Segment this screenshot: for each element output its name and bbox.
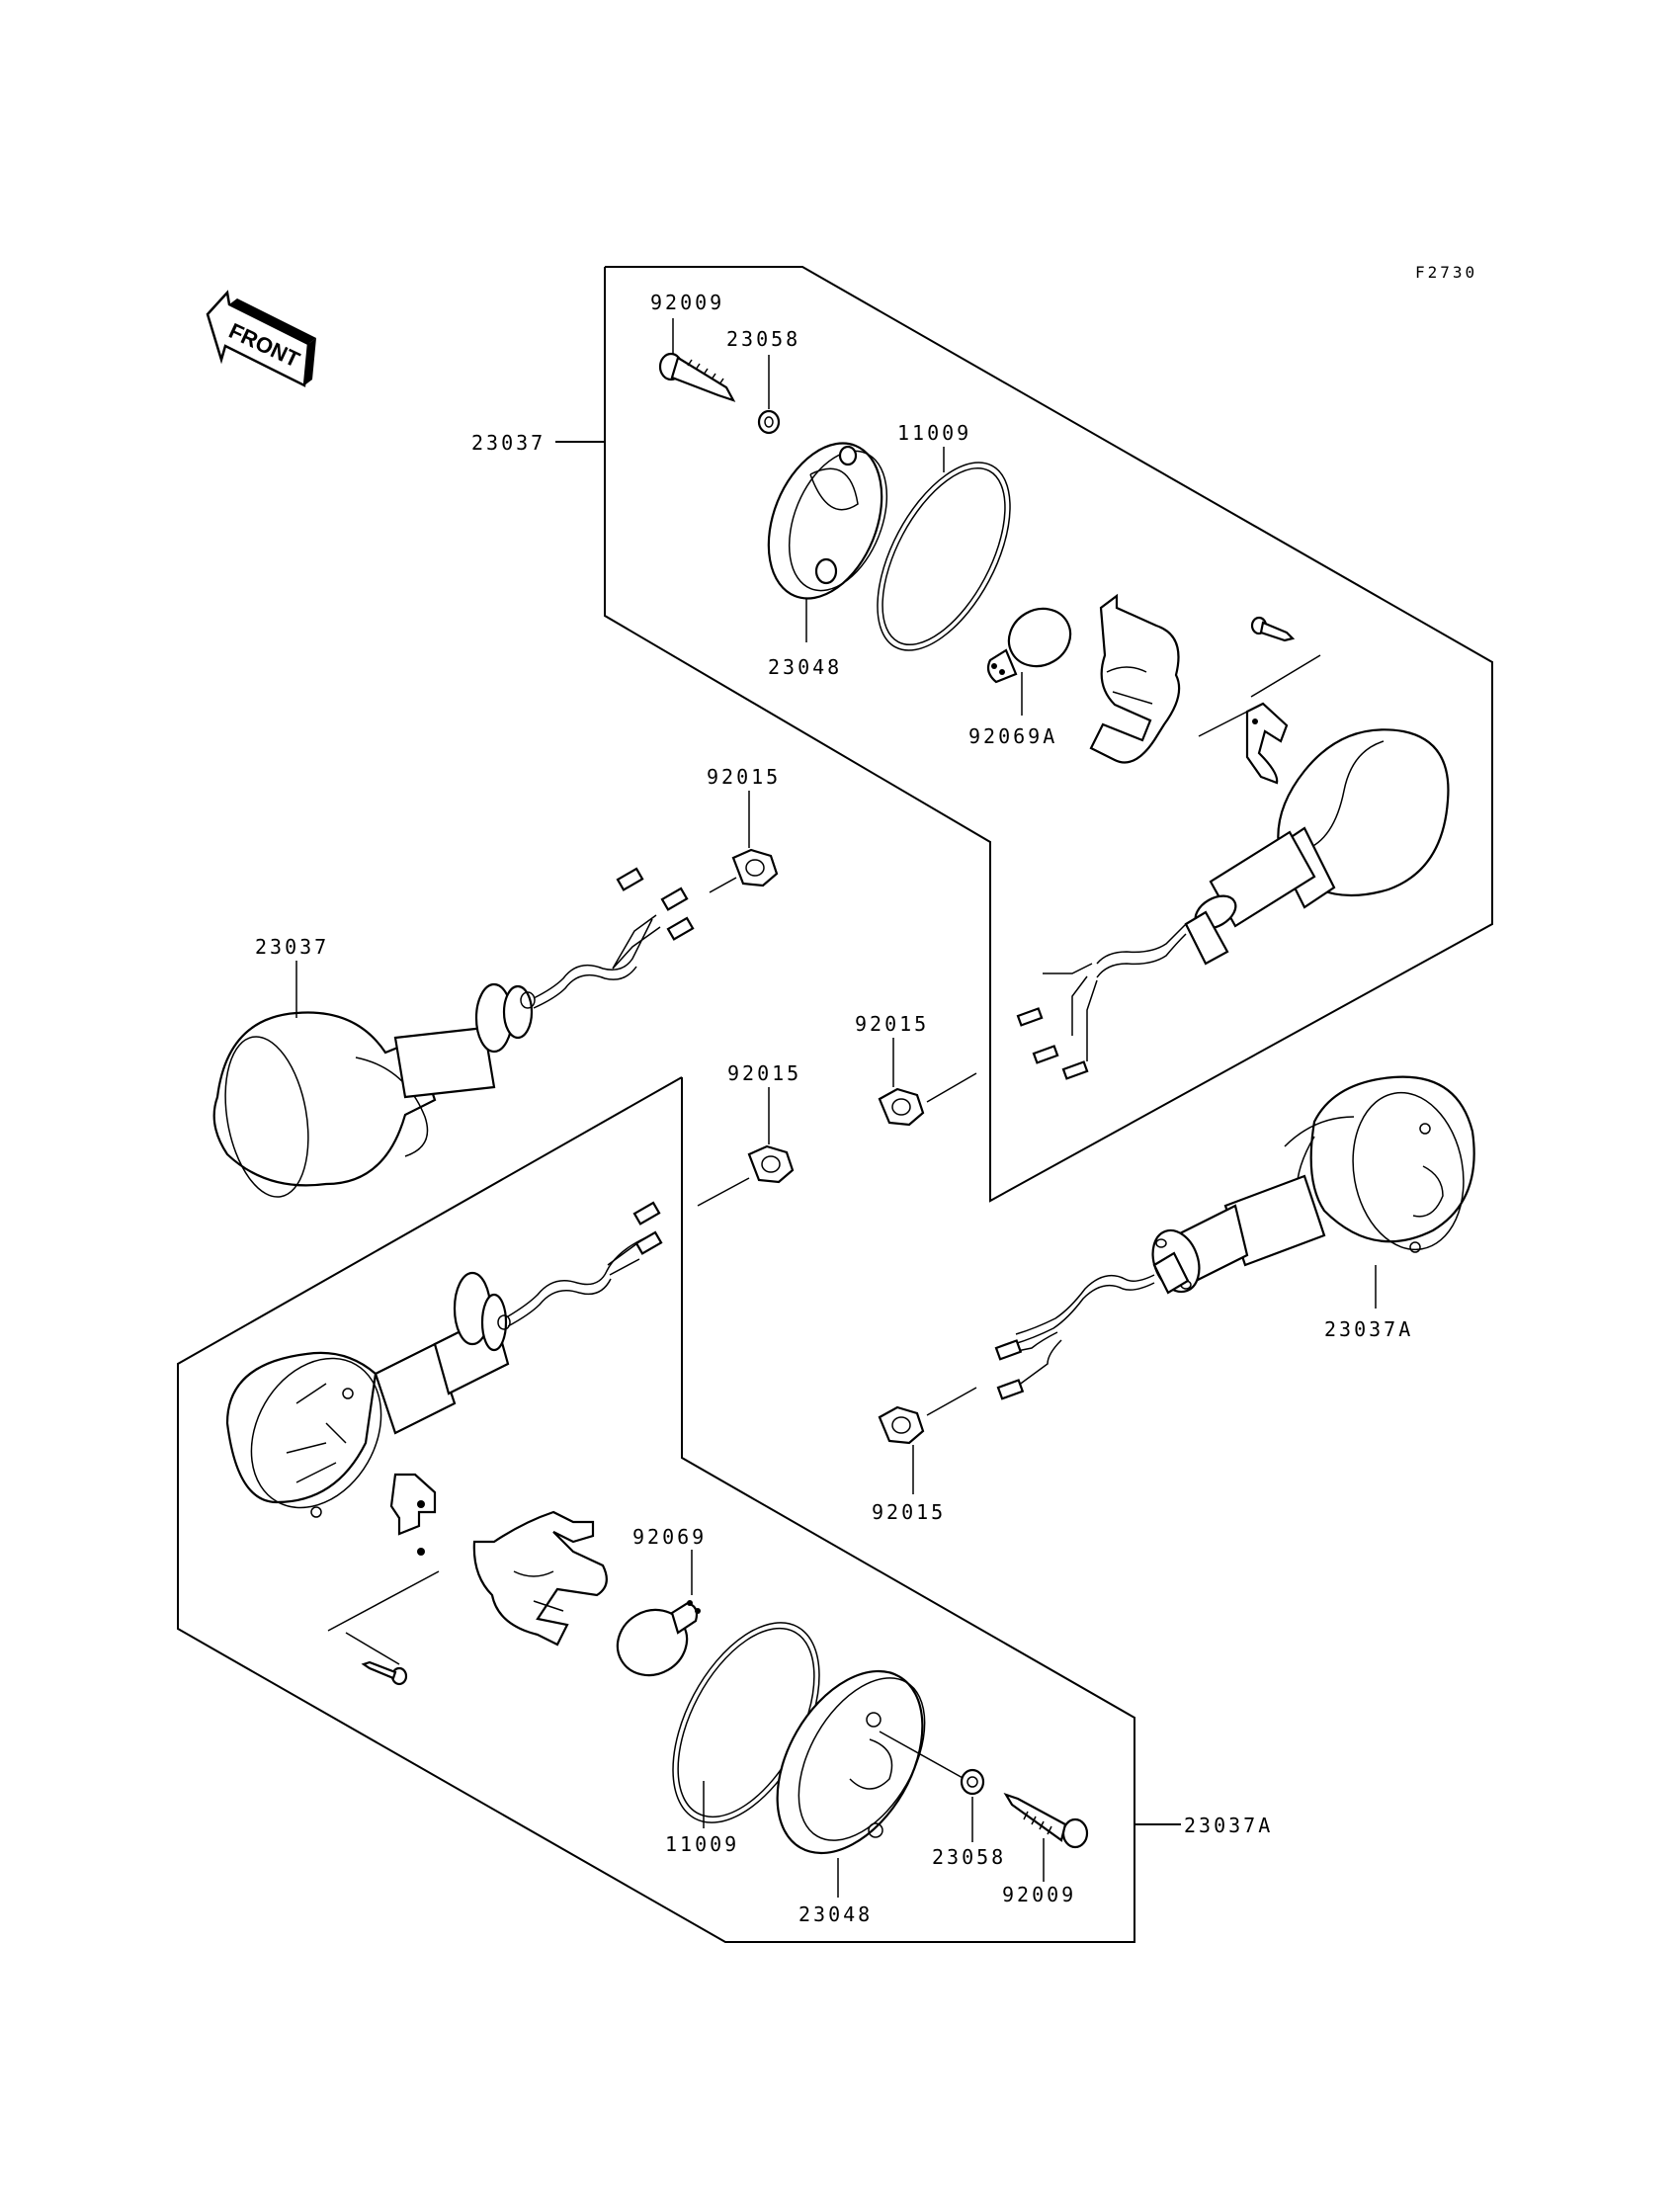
label-92015-middle: 92015 <box>727 1061 801 1085</box>
turn-signal-23037-left <box>212 867 695 1198</box>
label-92015-lower-right: 92015 <box>872 1500 946 1524</box>
figure-id: F2730 <box>1415 263 1477 282</box>
label-23037-top: 23037 <box>471 431 546 455</box>
label-23037A-bottom: 23037A <box>1184 1814 1273 1837</box>
screw-92009-bottom <box>1003 1793 1089 1849</box>
label-23058-bottom: 23058 <box>932 1845 1006 1869</box>
washer-23058-bottom <box>960 1768 985 1796</box>
nut-92015-mid-top <box>731 848 779 887</box>
bulb-92069A-top <box>986 607 1072 684</box>
lens-23048-top <box>767 442 888 600</box>
label-92009-top: 92009 <box>650 291 724 314</box>
reflector-bracket-top <box>1089 593 1181 764</box>
label-23037A-right: 23037A <box>1324 1317 1413 1341</box>
lens-23048-bottom <box>776 1669 926 1855</box>
label-92015-mid-top: 92015 <box>707 765 781 789</box>
small-screw-top <box>1250 616 1296 642</box>
nut-92015-middle <box>747 1144 795 1184</box>
label-92015-center: 92015 <box>855 1012 929 1036</box>
label-23037-left: 23037 <box>255 935 329 959</box>
label-23048-top: 23048 <box>768 655 842 679</box>
part-labels: 92009 23058 23037 11009 23048 92069A 920… <box>255 291 1413 1926</box>
label-23058-top: 23058 <box>726 327 800 351</box>
label-92009-bottom: 92009 <box>1002 1883 1076 1906</box>
turn-signal-23037A-right <box>994 1075 1475 1400</box>
turn-signal-23037-top-right <box>1016 728 1450 1080</box>
bottom-left-group-outline <box>177 1076 1135 1943</box>
label-11009-top: 11009 <box>897 421 971 445</box>
label-92069A-top: 92069A <box>968 724 1057 748</box>
seal-11009-top <box>877 462 1011 651</box>
reflector-bracket-bottom <box>472 1510 608 1647</box>
nut-92015-center <box>878 1087 925 1127</box>
front-arrow-icon: FRONT <box>206 290 316 387</box>
turn-signal-23037A-bottom <box>225 1201 663 1518</box>
label-23048-bottom: 23048 <box>798 1902 873 1926</box>
label-92069-bottom: 92069 <box>632 1525 707 1549</box>
label-11009-bottom: 11009 <box>665 1832 739 1856</box>
screw-92009-top <box>658 352 736 402</box>
nut-92015-lower-right <box>878 1405 925 1445</box>
top-right-group-outline <box>604 266 1493 1203</box>
bulb-92069-bottom <box>616 1600 701 1677</box>
washer-23058-top <box>757 409 781 435</box>
clip-top <box>1245 702 1289 785</box>
small-screw-bottom <box>361 1660 408 1686</box>
clip-bottom <box>389 1473 437 1556</box>
